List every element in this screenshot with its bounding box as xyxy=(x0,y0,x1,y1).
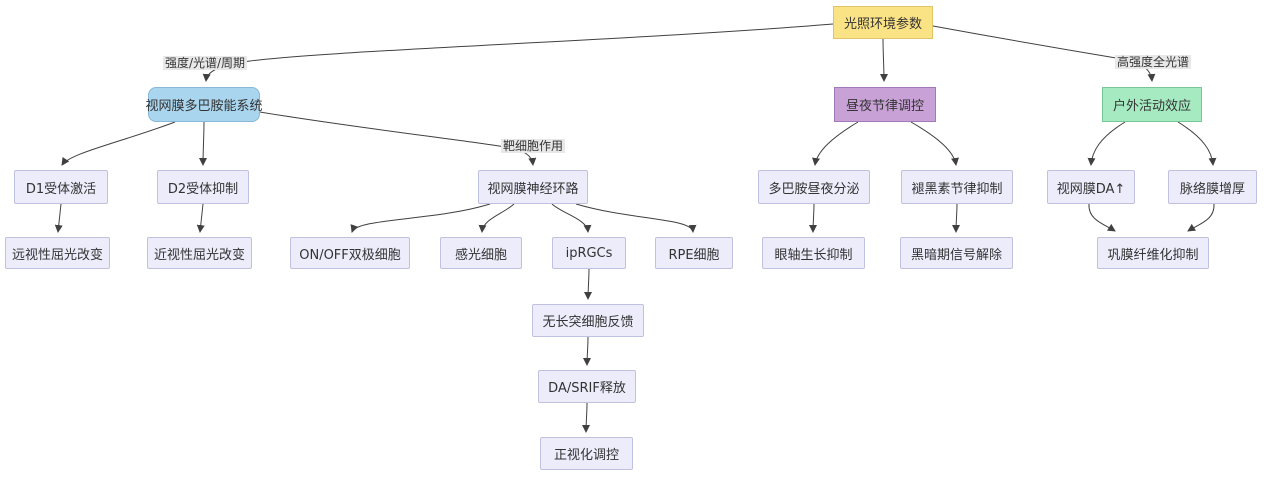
edge-circuit-to-iprgcs xyxy=(551,203,592,233)
edge-d2-to-myopic xyxy=(196,203,205,233)
node-iprgcs: ipRGCs xyxy=(552,237,626,269)
node-melatonin-rhythm-inhibition: 褪黑素节律抑制 xyxy=(901,170,1013,204)
edge-root-to-outdoor xyxy=(932,25,1156,82)
node-on-off-bipolar-cells: ON/OFF双极细胞 xyxy=(290,237,410,269)
node-axial-growth-inhibition: 眼轴生长抑制 xyxy=(762,237,865,269)
edge-circuit-to-bipolar xyxy=(350,203,491,233)
edge-circuit-to-photoreceptor xyxy=(478,203,515,233)
node-retinal-da-increase: 视网膜DA↑ xyxy=(1047,170,1135,204)
edge-circadian-to-melatonin xyxy=(910,121,959,166)
node-outdoor-activity-effect: 户外活动效应 xyxy=(1102,87,1202,122)
node-dopamine-diurnal-secretion: 多巴胺昼夜分泌 xyxy=(758,170,870,204)
edge-label-high-intensity-full-spectrum: 高强度全光谱 xyxy=(1114,55,1192,69)
edge-retinal-da-to-sclera xyxy=(1088,203,1116,232)
edge-dopamine-to-circuit xyxy=(259,111,537,166)
node-emmetropization-regulation: 正视化调控 xyxy=(540,437,633,470)
edge-melatonin-to-dark-signal xyxy=(952,203,961,233)
edge-da-secretion-to-axial xyxy=(809,203,818,233)
edge-label-target-cell-action: 靶细胞作用 xyxy=(500,139,566,153)
edge-d1-to-hyperopic xyxy=(54,203,63,233)
node-hyperopic-refractive-change: 远视性屈光改变 xyxy=(5,237,110,269)
edge-root-to-dopamine-system xyxy=(202,23,834,82)
node-d1-receptor-activation: D1受体激活 xyxy=(14,170,108,204)
edge-outdoor-to-choroid xyxy=(1177,121,1217,166)
node-circadian-rhythm-regulation: 昼夜节律调控 xyxy=(834,87,936,122)
node-retinal-neural-circuit: 视网膜神经环路 xyxy=(478,170,588,204)
edge-amacrine-to-da-srif xyxy=(583,336,592,366)
node-choroid-thickening: 脉络膜增厚 xyxy=(1168,170,1257,204)
edge-iprgcs-to-amacrine xyxy=(584,268,593,300)
edge-root-to-circadian xyxy=(879,38,888,82)
edge-da-srif-to-emmetropization xyxy=(582,402,591,433)
node-retinal-dopaminergic-system: 视网膜多巴胺能系统 xyxy=(146,87,263,122)
edge-outdoor-to-retinal-da xyxy=(1087,121,1126,166)
edge-choroid-to-sclera xyxy=(1187,203,1215,232)
edge-dopamine-to-d1 xyxy=(61,121,176,166)
edge-circadian-to-da-secretion xyxy=(812,121,859,166)
node-rpe-cells: RPE细胞 xyxy=(655,237,733,269)
node-amacrine-cell-feedback: 无长突细胞反馈 xyxy=(532,304,644,337)
node-dark-period-signal-release: 黑暗期信号解除 xyxy=(900,237,1013,269)
node-d2-receptor-inhibition: D2受体抑制 xyxy=(157,170,249,204)
node-photoreceptor-cells: 感光细胞 xyxy=(440,237,522,269)
edge-circuit-to-rpe xyxy=(575,203,697,233)
node-scleral-fibrosis-inhibition: 巩膜纤维化抑制 xyxy=(1097,237,1209,269)
node-da-srif-release: DA/SRIF释放 xyxy=(538,370,636,403)
edge-label-intensity-spectrum-cycle: 强度/光谱/周期 xyxy=(162,56,248,70)
edge-dopamine-to-d2 xyxy=(199,121,208,166)
node-light-environment-parameters: 光照环境参数 xyxy=(833,6,933,39)
node-myopic-refractive-change: 近视性屈光改变 xyxy=(147,237,252,269)
